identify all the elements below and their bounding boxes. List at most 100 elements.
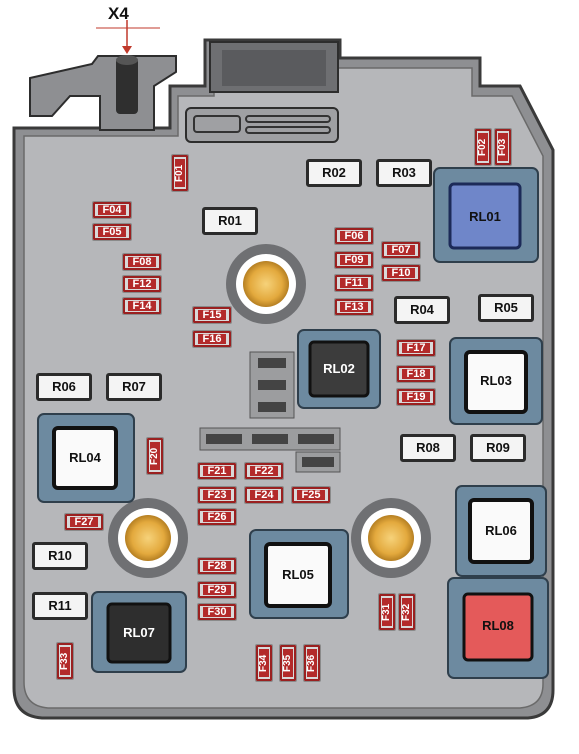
fuse-f25-label: F25 bbox=[297, 490, 325, 501]
fuse-f03-label: F03 bbox=[497, 133, 508, 161]
relay-rl08-housing bbox=[447, 577, 549, 679]
fuse-f19-label: F19 bbox=[402, 392, 430, 403]
fuse-f26-label: F26 bbox=[203, 512, 231, 523]
fuse-f36: F36 bbox=[303, 644, 321, 682]
relay-rl01-label: RL01 bbox=[469, 209, 501, 224]
fuse-f35: F35 bbox=[279, 644, 297, 682]
fuse-f13: F13 bbox=[334, 298, 374, 316]
fuse-f10: F10 bbox=[381, 264, 421, 282]
fuse-f07-label: F07 bbox=[387, 245, 415, 256]
fuse-f36-label: F36 bbox=[306, 649, 317, 677]
fuse-f12-label: F12 bbox=[128, 279, 156, 290]
fuse-f24: F24 bbox=[244, 486, 284, 504]
relay-rl05-label: RL05 bbox=[282, 567, 314, 582]
fuse-f04: F04 bbox=[92, 201, 132, 219]
fuse-f32-label: F32 bbox=[401, 598, 412, 626]
fuse-f22-label: F22 bbox=[250, 466, 278, 477]
fuse-f28-label: F28 bbox=[203, 561, 231, 572]
fuse-f33: F33 bbox=[56, 642, 74, 680]
relay-rl04-label: RL04 bbox=[69, 450, 101, 465]
fuse-f27: F27 bbox=[64, 513, 104, 531]
relay-rl07-label: RL07 bbox=[123, 625, 155, 640]
fuse-f31-label: F31 bbox=[381, 598, 392, 626]
fuse-f03: F03 bbox=[494, 128, 512, 166]
fuse-f26: F26 bbox=[197, 508, 237, 526]
fuse-f29: F29 bbox=[197, 581, 237, 599]
fuse-f30: F30 bbox=[197, 603, 237, 621]
fuse-f21: F21 bbox=[197, 462, 237, 480]
relay-rl02-housing bbox=[297, 329, 381, 409]
relay-r04: R04 bbox=[394, 296, 450, 324]
fuse-f25: F25 bbox=[291, 486, 331, 504]
fuse-f34: F34 bbox=[255, 644, 273, 682]
fuse-f05-label: F05 bbox=[98, 227, 126, 238]
fuse-f01-label: F01 bbox=[174, 159, 185, 187]
relay-r05: R05 bbox=[478, 294, 534, 322]
fuse-f18-label: F18 bbox=[402, 369, 430, 380]
fuse-f33-label: F33 bbox=[59, 647, 70, 675]
relay-rl04-housing bbox=[37, 413, 135, 503]
fuse-f34-label: F34 bbox=[258, 649, 269, 677]
relay-r08: R08 bbox=[400, 434, 456, 462]
relay-rl06-label: RL06 bbox=[485, 523, 517, 538]
fuse-f17: F17 bbox=[396, 339, 436, 357]
relay-r11: R11 bbox=[32, 592, 88, 620]
fuse-f06: F06 bbox=[334, 227, 374, 245]
fuse-f05: F05 bbox=[92, 223, 132, 241]
fuse-f14-label: F14 bbox=[128, 301, 156, 312]
relay-rl05-housing bbox=[249, 529, 349, 619]
relay-r09: R09 bbox=[470, 434, 526, 462]
fuse-f12: F12 bbox=[122, 275, 162, 293]
fuse-f02-label: F02 bbox=[477, 133, 488, 161]
relay-r07: R07 bbox=[106, 373, 162, 401]
fuse-f21-label: F21 bbox=[203, 466, 231, 477]
relay-r03: R03 bbox=[376, 159, 432, 187]
fuse-f14: F14 bbox=[122, 297, 162, 315]
fuse-f16: F16 bbox=[192, 330, 232, 348]
fuse-f27-label: F27 bbox=[70, 517, 98, 528]
fuse-f23: F23 bbox=[197, 486, 237, 504]
relay-rl06-housing bbox=[455, 485, 547, 577]
relay-rl07-housing bbox=[91, 591, 187, 673]
fuse-f08: F08 bbox=[122, 253, 162, 271]
fuse-f13-label: F13 bbox=[340, 302, 368, 313]
fuse-f30-label: F30 bbox=[203, 607, 231, 618]
connector-x4-label: X4 bbox=[108, 4, 129, 23]
fuse-f20-label: F20 bbox=[149, 442, 160, 470]
fuse-f17-label: F17 bbox=[402, 343, 430, 354]
relay-r01: R01 bbox=[202, 207, 258, 235]
fuse-f18: F18 bbox=[396, 365, 436, 383]
fuse-f10-label: F10 bbox=[387, 268, 415, 279]
fuse-f35-label: F35 bbox=[282, 649, 293, 677]
fuse-f20: F20 bbox=[146, 437, 164, 475]
fuse-f29-label: F29 bbox=[203, 585, 231, 596]
fuse-f11-label: F11 bbox=[340, 278, 368, 289]
fuse-f28: F28 bbox=[197, 557, 237, 575]
fuse-f07: F07 bbox=[381, 241, 421, 259]
fuse-f09-label: F09 bbox=[340, 255, 368, 266]
fuse-f11: F11 bbox=[334, 274, 374, 292]
fuse-f01: F01 bbox=[171, 154, 189, 192]
relay-rl02-label: RL02 bbox=[323, 361, 355, 376]
fuse-f09: F09 bbox=[334, 251, 374, 269]
fuse-f19: F19 bbox=[396, 388, 436, 406]
fuse-f06-label: F06 bbox=[340, 231, 368, 242]
fuse-f15-label: F15 bbox=[198, 310, 226, 321]
fuse-f32: F32 bbox=[398, 593, 416, 631]
fuse-f16-label: F16 bbox=[198, 334, 226, 345]
relay-rl01-housing bbox=[433, 167, 539, 263]
fuse-f31: F31 bbox=[378, 593, 396, 631]
fuse-f15: F15 bbox=[192, 306, 232, 324]
fuse-f22: F22 bbox=[244, 462, 284, 480]
relay-r06: R06 bbox=[36, 373, 92, 401]
fuse-f04-label: F04 bbox=[98, 205, 126, 216]
relay-r10: R10 bbox=[32, 542, 88, 570]
fuse-f24-label: F24 bbox=[250, 490, 278, 501]
relay-rl03-label: RL03 bbox=[480, 373, 512, 388]
relay-rl03-housing bbox=[449, 337, 543, 425]
fuse-f08-label: F08 bbox=[128, 257, 156, 268]
relay-rl08-label: RL08 bbox=[482, 618, 514, 633]
fuse-f23-label: F23 bbox=[203, 490, 231, 501]
